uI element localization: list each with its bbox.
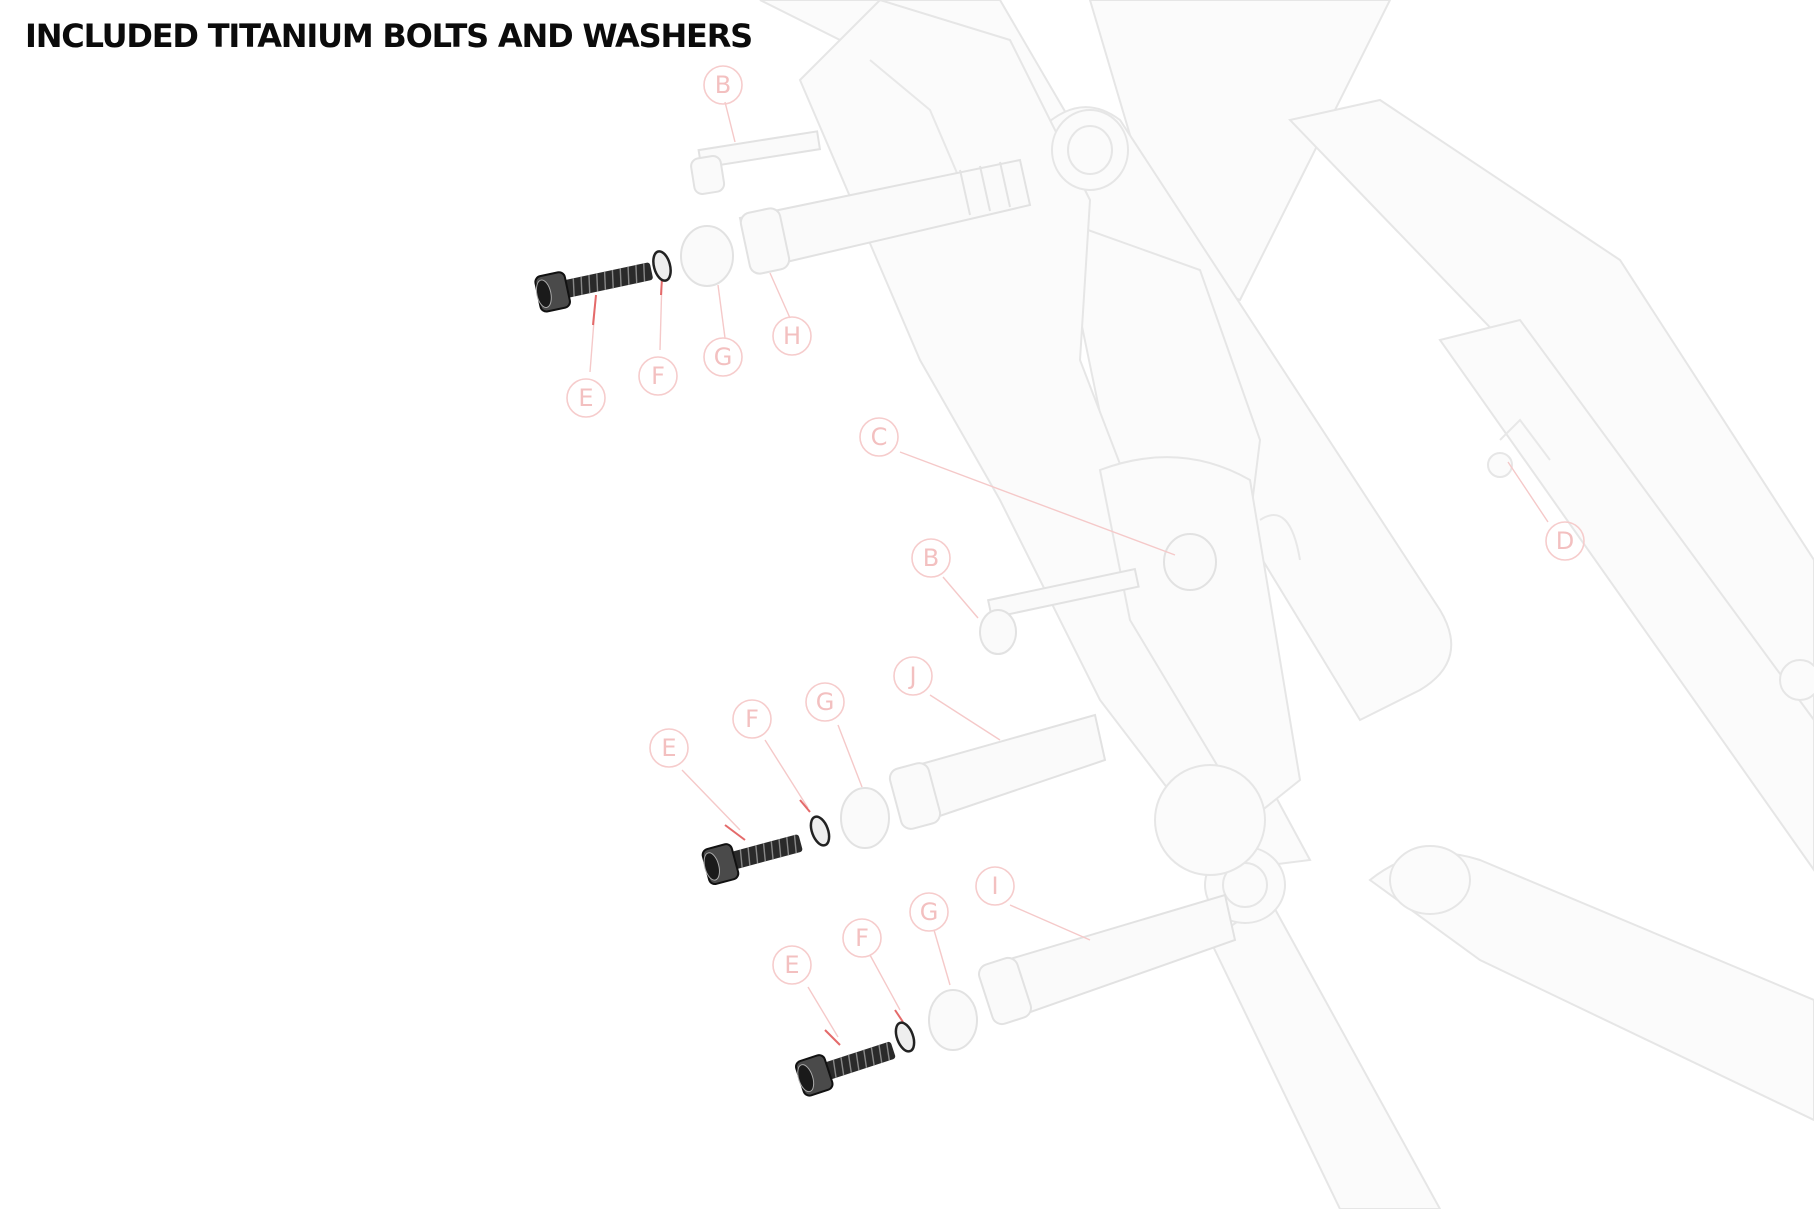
callout-f-middle-label: F — [745, 705, 759, 733]
callout-g-top: G — [703, 337, 743, 377]
callout-f-top-label: F — [651, 362, 665, 390]
ghost-axle-i — [978, 893, 1237, 1026]
ghost-bolt-b-middle — [979, 567, 1140, 655]
ghost-spacer-c — [1163, 533, 1217, 591]
callout-e-bottom-label: E — [784, 951, 799, 979]
callout-h: H — [772, 316, 812, 356]
callout-b-middle-label: B — [923, 544, 939, 572]
callout-e-top-label: E — [578, 384, 593, 412]
ghost-hardware — [680, 130, 1237, 1051]
ghost-spacer-g-bottom — [928, 989, 978, 1051]
ghost-axle-h — [738, 158, 1032, 275]
callout-d-label: D — [1556, 527, 1574, 555]
callout-f-top: F — [638, 356, 678, 396]
callout-g-top-label: G — [714, 343, 733, 371]
washer-middle — [809, 815, 831, 847]
callout-j-label: J — [907, 662, 916, 690]
page-title: INCLUDED TITANIUM BOLTS AND WASHERS — [25, 17, 753, 55]
callout-c-label: C — [871, 423, 888, 451]
callout-i-label: I — [991, 872, 998, 900]
washer-top — [652, 250, 672, 282]
callout-b-middle: B — [911, 538, 951, 578]
callout-e-bottom: E — [772, 945, 812, 985]
callout-g-bottom-label: G — [920, 898, 939, 926]
titanium-bolt-bottom — [794, 1041, 896, 1097]
ghost-bolt-b-top — [690, 130, 822, 195]
ghost-spacer-g-middle — [840, 787, 890, 849]
washer-bottom — [894, 1021, 916, 1053]
callout-b-top-label: B — [715, 71, 731, 99]
callout-f-middle: F — [732, 699, 772, 739]
titanium-bolt-middle — [701, 834, 803, 886]
callout-g-bottom: G — [909, 892, 949, 932]
callout-h-label: H — [783, 322, 801, 350]
callout-i: I — [975, 866, 1015, 906]
callout-f-bottom-label: F — [855, 924, 869, 952]
callout-f-bottom: F — [842, 918, 882, 958]
callout-g-middle-label: G — [816, 688, 835, 716]
leader-lines — [589, 101, 1549, 1046]
ghost-spacer-g-top — [680, 225, 734, 287]
callout-e-middle: E — [649, 728, 689, 768]
callout-g-middle: G — [805, 682, 845, 722]
callout-e-middle-label: E — [661, 734, 676, 762]
callout-d: D — [1545, 521, 1585, 561]
callout-b-top: B — [703, 65, 743, 105]
callout-e-top: E — [566, 378, 606, 418]
ghost-axle-j — [888, 713, 1107, 830]
callout-j: J — [893, 656, 933, 696]
callout-c: C — [859, 417, 899, 457]
titanium-bolt-top — [534, 262, 653, 313]
